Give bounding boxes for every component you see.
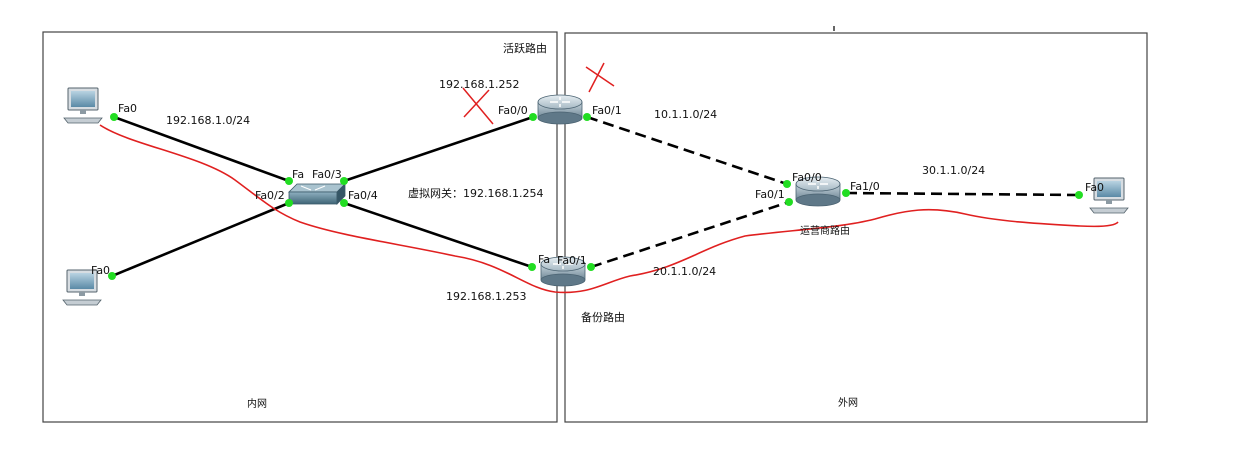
lan-network-label: 192.168.1.0/24: [166, 114, 250, 127]
virtual-gateway-label: 虚拟网关：192.168.1.254: [408, 186, 543, 200]
traffic-path-annotation: [99, 124, 1119, 294]
port-dot-sw-fa: [285, 177, 293, 185]
link-isp-server-pc[interactable]: [845, 191, 1080, 197]
pc3-computer-icon[interactable]: [1089, 177, 1129, 214]
switch-port-fa0-3-label: Fa0/3: [312, 168, 342, 181]
isp-router-icon[interactable]: [795, 176, 841, 207]
inner-zone-label: 内网: [247, 397, 267, 410]
net-10-label: 10.1.1.0/24: [654, 108, 717, 121]
switch-port-fa-label: Fa: [292, 168, 304, 181]
port-dot-sw-fa0-3: [340, 177, 348, 185]
inner-network-zone[interactable]: [42, 31, 558, 423]
active-router-icon[interactable]: [537, 94, 583, 125]
isp-router-fa0-0-label: Fa0/0: [792, 171, 822, 184]
active-link-fail-mark: [462, 87, 494, 125]
pc2-computer-icon[interactable]: [62, 269, 102, 306]
switch-port-fa0-4-label: Fa0/4: [348, 189, 378, 202]
port-dot-backup-fa0-1: [587, 263, 595, 271]
switch-port-fa0-2-label: Fa0/2: [255, 189, 285, 202]
link-pc2-switch[interactable]: [111, 201, 290, 278]
isp-router-fa1-0-label: Fa1/0: [850, 180, 880, 193]
switch-icon[interactable]: [288, 183, 346, 205]
net-20-label: 20.1.1.0/24: [653, 265, 716, 278]
outer-network-zone[interactable]: [564, 32, 1148, 423]
port-dot-pc1: [110, 113, 118, 121]
port-dot-isp-fa1-0: [842, 189, 850, 197]
active-router-fa0-1-label: Fa0/1: [592, 104, 622, 117]
port-dot-isp-fa0-1: [785, 198, 793, 206]
link-switch-backup-router[interactable]: [343, 201, 533, 269]
port-status-dots: [108, 113, 1083, 280]
port-dot-pc2: [108, 272, 116, 280]
port-dot-sw-fa0-4: [340, 199, 348, 207]
isp-router-fa0-1-label: Fa0/1: [755, 188, 785, 201]
pc3-port-label: Fa0: [1085, 181, 1104, 194]
backup-router-fa-label: Fa: [538, 253, 550, 266]
port-dot-active-fa0-1: [583, 113, 591, 121]
link-pc1-switch[interactable]: [113, 115, 290, 183]
pc1-computer-icon[interactable]: [63, 87, 103, 124]
backup-router-icon[interactable]: [540, 256, 586, 287]
link-switch-active-router[interactable]: [343, 115, 534, 183]
link-backup-isp[interactable]: [590, 200, 790, 269]
port-dot-backup-fa: [528, 263, 536, 271]
backup-router-name-label: 备份路由: [581, 310, 625, 324]
outer-zone-label: 外网: [838, 397, 858, 409]
pc2-port-label: Fa0: [91, 264, 110, 277]
pc1-port-label: Fa0: [118, 102, 137, 115]
port-dot-active-fa0-0: [529, 113, 537, 121]
backup-router-ip-label: 192.168.1.253: [446, 290, 526, 303]
port-dot-sw-fa0-2: [285, 199, 293, 207]
backup-router-fa0-1-label: Fa0/1: [557, 254, 587, 267]
port-dot-pc3: [1075, 191, 1083, 199]
active-router-ip-label: 192.168.1.252: [439, 78, 519, 91]
active-router-fail-mark: [585, 62, 615, 93]
active-router-name-label: 活跃路由: [503, 41, 547, 55]
active-router-fa0-0-label: Fa0/0: [498, 104, 528, 117]
link-active-isp[interactable]: [586, 115, 788, 186]
port-dot-isp-fa0-0: [783, 180, 791, 188]
isp-router-name-label: 运营商路由: [800, 224, 850, 237]
net-30-label: 30.1.1.0/24: [922, 164, 985, 177]
